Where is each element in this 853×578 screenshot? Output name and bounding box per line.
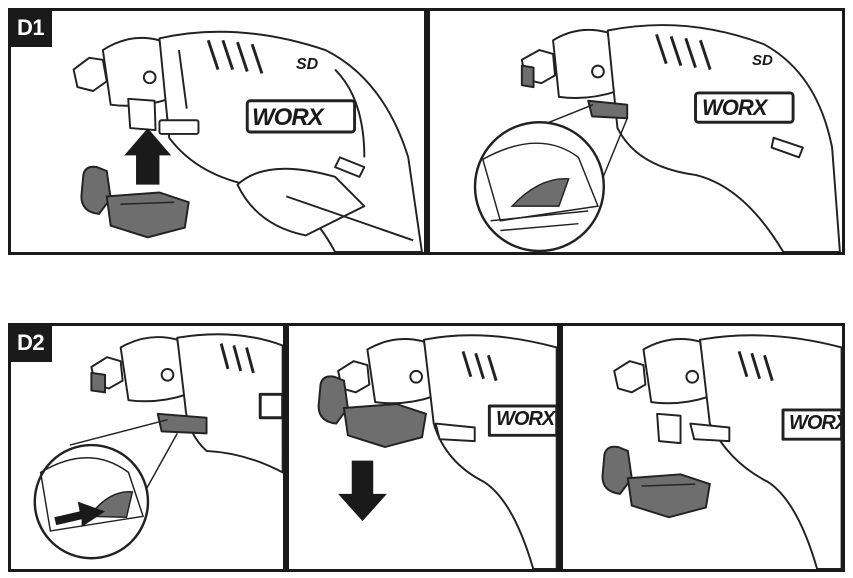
drill-illustration-d2c xyxy=(563,326,842,569)
drill-illustration-d1a xyxy=(11,11,424,252)
magnified-detail-callout xyxy=(475,105,627,251)
magnified-detail-callout xyxy=(35,420,177,559)
bit-holder-accessory xyxy=(602,447,709,518)
drill-illustration-d2b xyxy=(289,326,557,569)
brand-badge-d1b: WORX xyxy=(702,95,766,121)
panel-d2-release: D2 xyxy=(8,323,286,572)
panel-d1-detail xyxy=(427,8,845,255)
step-label-d2: D2 xyxy=(11,326,52,362)
panel-d1-attach: D1 xyxy=(8,8,427,255)
panel-d2-remove xyxy=(286,323,560,572)
brand-badge-d2c: WORX xyxy=(789,412,843,435)
drill-illustration-d1b xyxy=(430,11,842,252)
model-mark-d1a: SD xyxy=(296,56,318,74)
model-mark-d1b: SD xyxy=(752,52,773,69)
arrow-up-icon xyxy=(124,128,171,185)
arrow-down-icon xyxy=(338,461,387,522)
brand-badge-d1a: WORX xyxy=(252,104,323,132)
bit-holder-accessory xyxy=(81,167,188,238)
brand-badge-d2b: WORX xyxy=(496,408,558,431)
step-label-d1: D1 xyxy=(11,11,52,47)
panel-d2-removed xyxy=(560,323,845,572)
drill-illustration-d2a xyxy=(11,326,283,569)
